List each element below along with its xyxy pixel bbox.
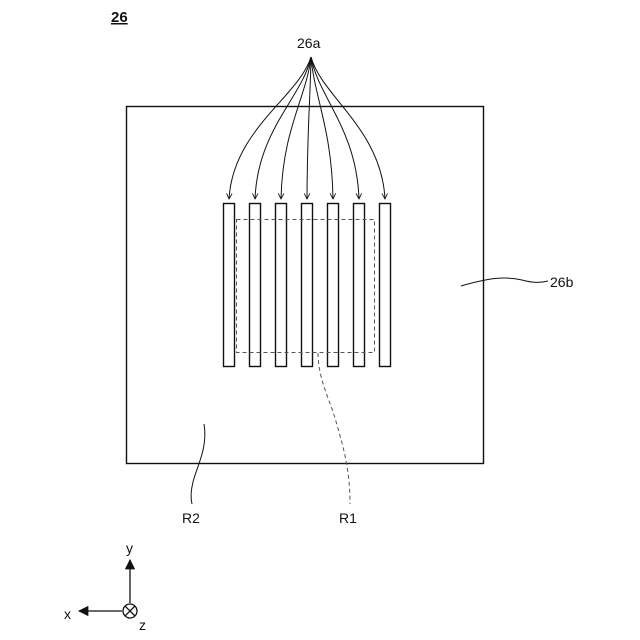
slit bbox=[276, 204, 287, 367]
slit bbox=[302, 204, 313, 367]
axis-z-label: z bbox=[139, 617, 146, 633]
slit bbox=[250, 204, 261, 367]
axis-y-label: y bbox=[126, 540, 133, 556]
label-slits: 26a bbox=[297, 35, 321, 51]
axis-z-symbol bbox=[123, 604, 137, 618]
slit bbox=[380, 204, 391, 367]
figure-number: 26 bbox=[111, 9, 128, 26]
label-plate: 26b bbox=[550, 274, 574, 290]
slit bbox=[224, 204, 235, 367]
slit bbox=[354, 204, 365, 367]
label-r2: R2 bbox=[182, 510, 200, 526]
axis-x-label: x bbox=[64, 606, 71, 622]
slit bbox=[328, 204, 339, 367]
label-r1: R1 bbox=[339, 510, 357, 526]
axis-indicator: y x z bbox=[64, 540, 146, 633]
